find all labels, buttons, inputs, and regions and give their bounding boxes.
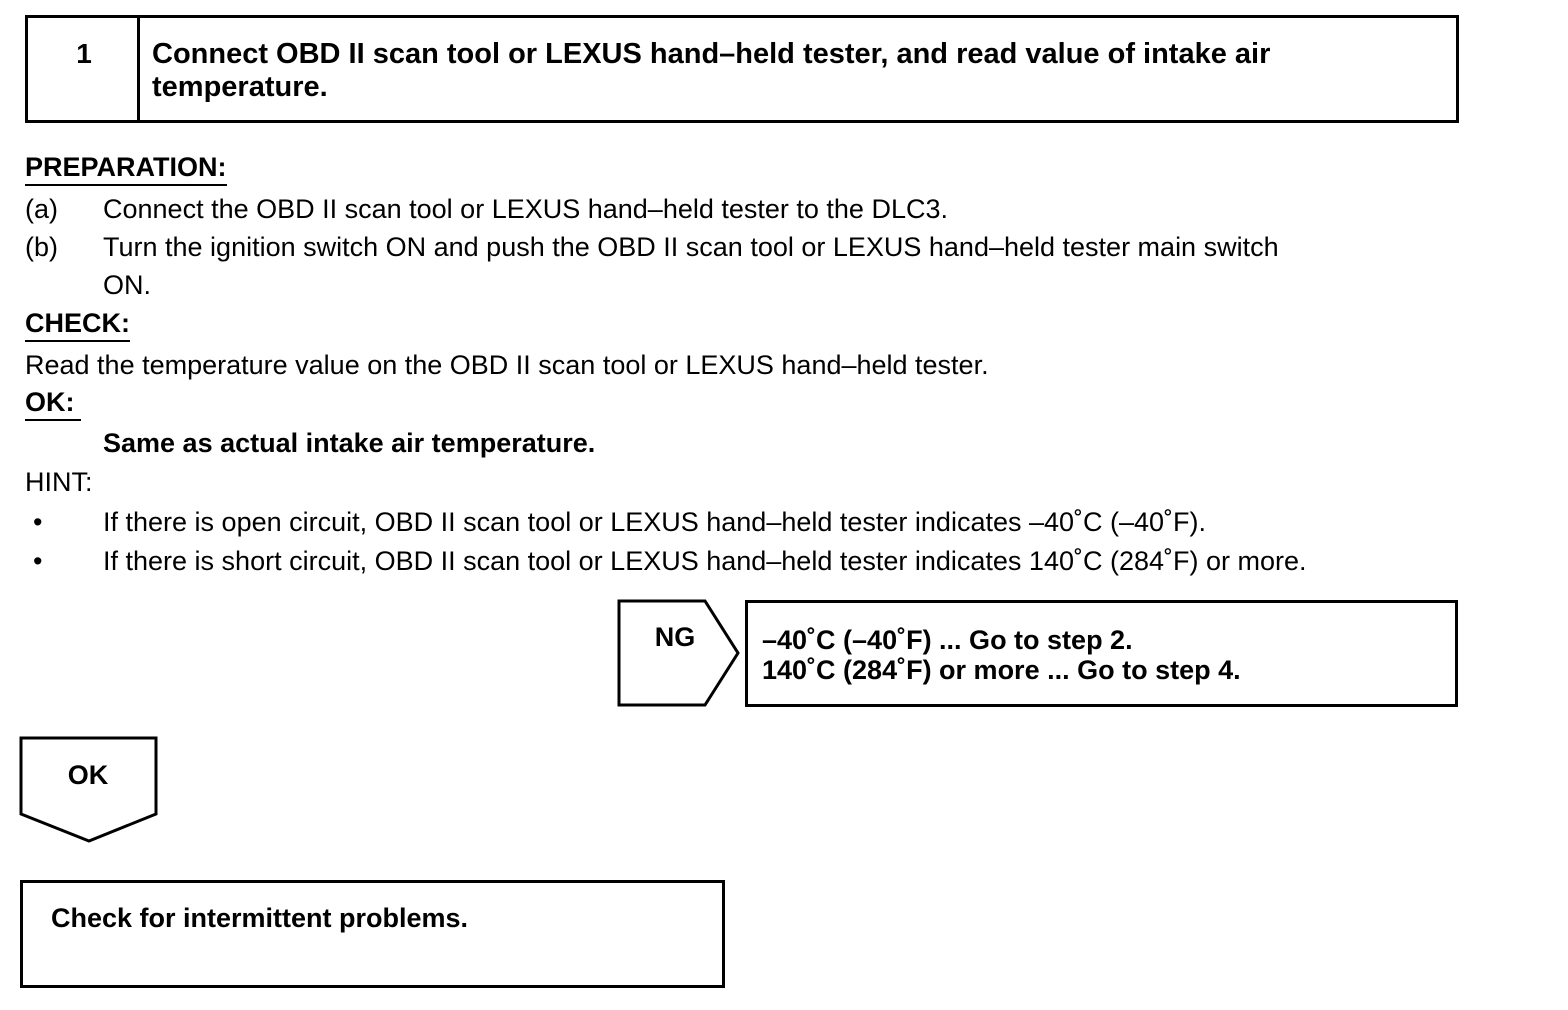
ng-label: NG — [654, 622, 696, 652]
step-header: 1 Connect OBD II scan tool or LEXUS hand… — [25, 15, 1459, 123]
check-text: Read the temperature value on the OBD II… — [25, 350, 989, 380]
ng-arrow-shape — [617, 599, 740, 707]
ng-result-box: –40˚C (–40˚F) ... Go to step 2. 140˚C (2… — [745, 600, 1458, 707]
final-action-text: Check for intermittent problems. — [51, 903, 469, 933]
step-title: Connect OBD II scan tool or LEXUS hand–h… — [152, 38, 1271, 103]
ok-arrow-shape — [19, 736, 158, 843]
check-heading: CHECK: — [25, 308, 130, 342]
step-number-cell: 1 — [28, 18, 140, 120]
ok-spec-text: Same as actual intake air temperature. — [103, 428, 596, 458]
hint-heading: HINT: — [25, 467, 93, 497]
ng-result-line: –40˚C (–40˚F) ... Go to step 2. — [762, 625, 1133, 655]
preparation-marker-a: (a) — [25, 194, 58, 224]
preparation-item-a: Connect the OBD II scan tool or LEXUS ha… — [103, 194, 948, 224]
preparation-item-b: Turn the ignition switch ON and push the… — [103, 232, 1279, 262]
hint-bullet: • — [33, 546, 43, 576]
ok-heading: OK: — [25, 387, 81, 421]
ok-label: OK — [67, 760, 109, 790]
hint-item-short-circuit: If there is short circuit, OBD II scan t… — [103, 546, 1307, 576]
preparation-heading: PREPARATION: — [25, 152, 227, 186]
ng-result-line: 140˚C (284˚F) or more ... Go to step 4. — [762, 655, 1241, 685]
step-number: 1 — [76, 38, 92, 69]
preparation-marker-b: (b) — [25, 232, 58, 262]
hint-bullet: • — [33, 507, 43, 537]
hint-item-open-circuit: If there is open circuit, OBD II scan to… — [103, 507, 1207, 537]
preparation-item-b-cont: ON. — [103, 270, 152, 300]
final-action-box: Check for intermittent problems. — [20, 880, 725, 988]
